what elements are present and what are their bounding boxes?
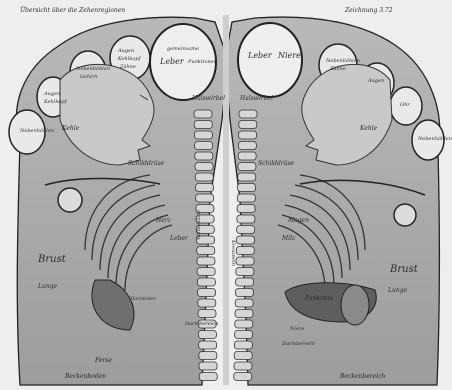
- vertebra-left-5: [195, 163, 213, 171]
- vertebra-right-4: [238, 152, 256, 160]
- vertebra-left-19: [198, 310, 216, 318]
- label-brust-right: Brust: [389, 264, 419, 275]
- vertebra-right-23: [234, 352, 252, 360]
- vertebra-left-13: [197, 247, 215, 255]
- label-right-sub: Halswirbel: [239, 95, 273, 102]
- toe-left-2-l1: Gehirn: [80, 74, 97, 80]
- vertebra-left-0: [194, 110, 212, 118]
- label-magen: Magen: [287, 217, 309, 224]
- vertebra-left-24: [199, 362, 217, 370]
- label-brust-left: Brust: [37, 254, 67, 265]
- toe-big-left-label-1: Leber: [159, 57, 185, 66]
- vertebra-right-11: [237, 226, 255, 234]
- label-darm-right: Darmbereich: [281, 341, 315, 347]
- label-kehle-right: Kehle: [359, 125, 378, 132]
- label-lunge-right: Lunge: [387, 287, 408, 294]
- vertebra-left-17: [198, 289, 216, 297]
- vertebra-right-17: [235, 289, 253, 297]
- vertebra-right-13: [236, 247, 254, 255]
- toe-left-1-l0: Augen: [117, 48, 134, 54]
- toe-big-left-label-2: Punktionen: [187, 59, 217, 65]
- label-harnleiter: Harnleiter: [129, 296, 157, 302]
- vertebra-right-7: [238, 184, 256, 192]
- label-bottom-left: Beckenboden: [64, 373, 106, 380]
- label-wirbel-col: Wirbelsäule: [196, 210, 202, 240]
- vertebra-right-22: [234, 341, 252, 349]
- vertebra-left-3: [195, 142, 213, 150]
- organ-right-kidney: [341, 285, 369, 325]
- label-bottom-right: Beckenbereich: [339, 373, 385, 380]
- vertebra-right-1: [239, 121, 257, 129]
- toe-big-right-label-1: Niere: [277, 51, 301, 60]
- label-milz: Milz: [281, 235, 296, 242]
- toe-right-4-l0: Nebenhöhlen: [417, 136, 452, 142]
- toe-right-2-l0: Augen: [367, 78, 384, 84]
- toe-big-left-label-0: gemeinsame: [167, 46, 199, 52]
- vertebra-left-21: [198, 331, 216, 339]
- vertebra-right-3: [238, 142, 256, 150]
- vertebra-right-10: [237, 215, 255, 223]
- vertebra-right-12: [236, 236, 254, 244]
- vertebra-left-18: [198, 299, 216, 307]
- label-leber: Leber: [169, 235, 189, 242]
- vertebra-left-4: [195, 152, 213, 160]
- vertebra-left-22: [199, 341, 217, 349]
- vertebra-left-23: [199, 352, 217, 360]
- toe-left-1-l2: Zähne: [119, 64, 136, 70]
- vertebra-right-6: [238, 173, 256, 181]
- vertebra-left-16: [197, 278, 215, 286]
- vertebra-right-16: [236, 278, 254, 286]
- vertebra-left-8: [196, 194, 214, 202]
- label-sakral: Kreuzbein: [230, 239, 236, 266]
- vertebra-left-14: [197, 257, 215, 265]
- label-ferse-left: Ferse: [94, 357, 112, 364]
- toe-right-big: [238, 23, 302, 97]
- toe-left-3-l0: Augen: [43, 91, 60, 97]
- label-pankreas: Pankreas: [304, 295, 333, 302]
- label-left-sub: Halswirbel: [191, 95, 225, 102]
- toe-left-2-l0: Nebenhöhlen: [75, 66, 110, 72]
- toe-left-3-l1: Kehlkopf: [43, 99, 68, 105]
- vertebra-right-5: [238, 163, 256, 171]
- vertebra-right-2: [239, 131, 257, 139]
- toe-left-5-l0: Nebenhöhlen: [19, 128, 54, 134]
- vertebra-right-8: [237, 194, 255, 202]
- vertebra-right-14: [236, 257, 254, 265]
- vertebra-left-1: [194, 121, 212, 129]
- header-left-note: Übersicht über die Zehenregionen: [20, 7, 125, 14]
- vertebra-left-6: [195, 173, 213, 181]
- vertebra-right-19: [235, 310, 253, 318]
- label-lunge-left: Lunge: [37, 283, 58, 290]
- label-darm-left: Darmbereich: [184, 321, 218, 327]
- vertebra-right-21: [235, 331, 253, 339]
- vertebra-left-15: [197, 268, 215, 276]
- vertebra-left-25: [199, 373, 217, 381]
- label-niere: Niere: [289, 326, 304, 332]
- vertebra-right-25: [234, 373, 252, 381]
- vertebra-left-7: [195, 184, 213, 192]
- label-schild-left: Schilddrüse: [128, 160, 165, 167]
- toe-left-1-l1: Kehlkopf: [117, 56, 142, 62]
- toe-right-3-l0: Ohr: [400, 102, 410, 108]
- label-kehle-left: Kehle: [61, 125, 80, 132]
- vertebra-right-9: [237, 205, 255, 213]
- vertebra-right-20: [235, 320, 253, 328]
- label-schild-right: Schilddrüse: [258, 160, 295, 167]
- label-herz: Herz: [155, 217, 172, 224]
- vertebra-right-24: [234, 362, 252, 370]
- vertebra-left-2: [194, 131, 212, 139]
- vertebra-right-0: [239, 110, 257, 118]
- toe-right-1-l0: Nebenhöhlen: [325, 58, 360, 64]
- toe-right-1-l1: Zähne: [329, 66, 346, 72]
- vertebra-right-15: [236, 268, 254, 276]
- vertebra-right-18: [235, 299, 253, 307]
- toe-big-right-label-0: Leber: [247, 51, 273, 60]
- header-right-note: Zeichnung 3.72: [344, 7, 393, 14]
